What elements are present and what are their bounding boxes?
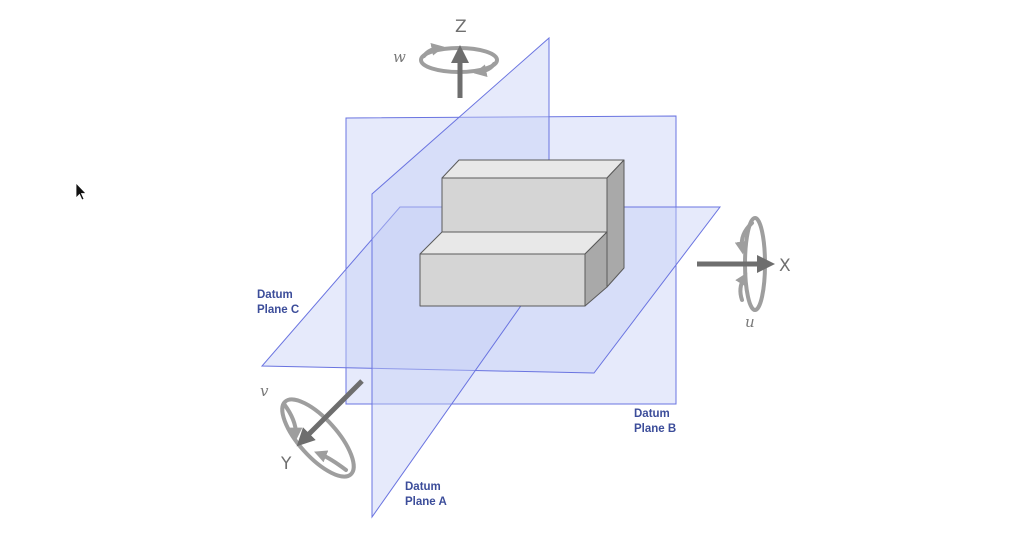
v-rotation-label: v — [260, 382, 269, 400]
x-axis-label: X — [779, 256, 791, 276]
datum-plane-b-label: Datum Plane B — [634, 408, 676, 435]
u-rotation-label: u — [745, 313, 755, 331]
datum-plane-a-label-line1: Datum — [405, 481, 441, 493]
block-lower-top-face — [419, 231, 608, 255]
block-lower-front-face — [419, 253, 586, 307]
y-axis-arrow-icon — [296, 379, 364, 447]
v-rotation-ring — [280, 397, 356, 479]
datum-plane-a-label: Datum Plane A — [405, 481, 447, 508]
stepped-block — [419, 159, 625, 307]
y-axis: Y v — [260, 379, 364, 479]
datum-plane-b-label-line2: Plane B — [634, 423, 676, 435]
block-upper-front-face — [441, 177, 608, 233]
v-rotation-arrow-icon — [314, 450, 348, 472]
w-rotation-arrow-icon — [422, 42, 445, 58]
datum-plane-c-label-line1: Datum — [257, 289, 293, 301]
z-axis: Z w — [393, 17, 499, 98]
datum-plane-c-label: Datum Plane C — [257, 289, 299, 316]
datum-plane-a-label-line2: Plane A — [405, 496, 447, 508]
u-rotation-arrow-icon — [734, 221, 754, 255]
z-axis-label: Z — [455, 17, 467, 37]
x-axis: X u — [697, 216, 791, 331]
u-rotation-arrow-icon — [735, 272, 748, 302]
block-upper-top-face — [441, 159, 625, 179]
block-lower-side-face — [584, 231, 608, 307]
v-rotation-arrow-icon — [282, 402, 303, 441]
datum-plane-b-label-line1: Datum — [634, 408, 670, 420]
w-rotation-label: w — [393, 48, 406, 66]
block-upper-side-face — [606, 159, 625, 288]
w-rotation-arrow-icon — [473, 62, 496, 78]
y-axis-label: Y — [280, 454, 292, 474]
mouse-pointer-icon — [75, 182, 87, 201]
datum-plane-c-label-line2: Plane C — [257, 304, 299, 316]
